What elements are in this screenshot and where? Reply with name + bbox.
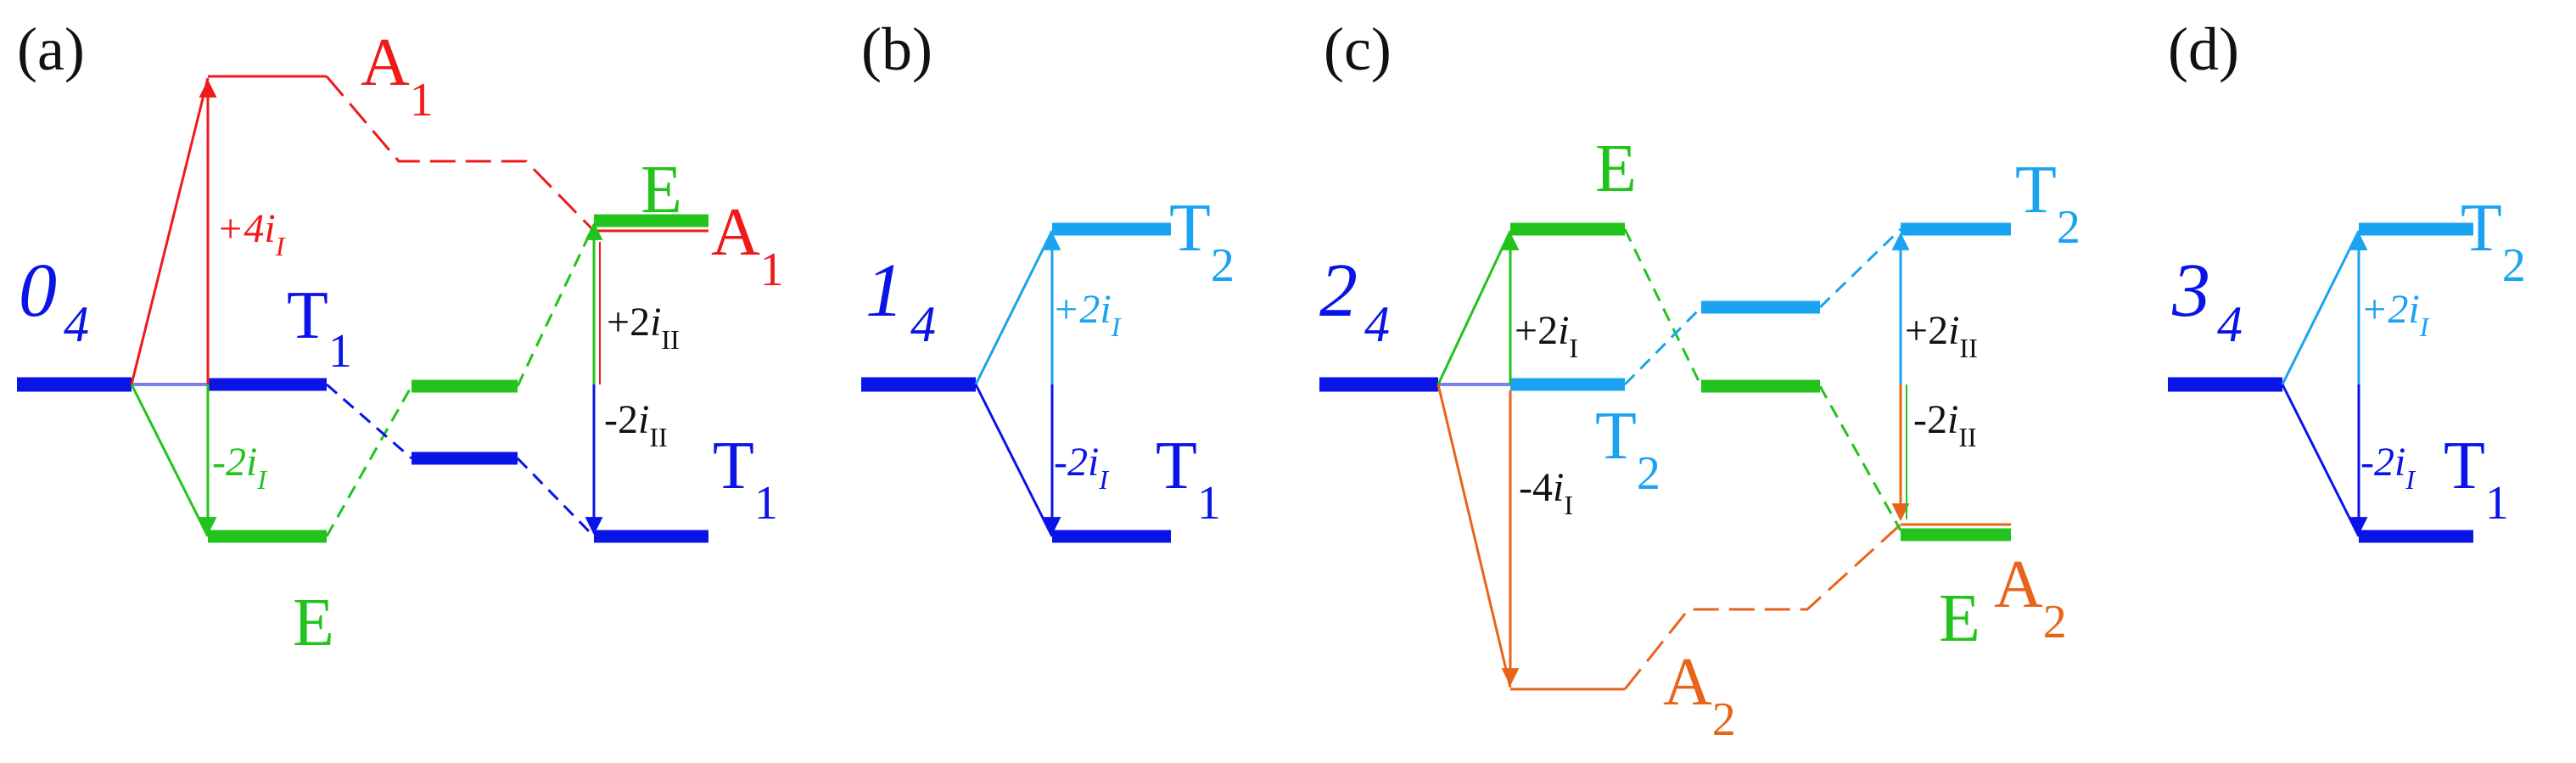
panel-a-connector-red: [325, 76, 596, 233]
panel-b-t1-label: T1: [1156, 429, 1221, 530]
panel-c-t2-mid-label: T2: [1595, 399, 1660, 500]
panel-b-up-label: +2iI: [1052, 287, 1122, 342]
panel-a-e-label: E: [293, 586, 334, 660]
panel-c-e-label: E: [1595, 132, 1637, 206]
panel-c-a2-right-label: A2: [1994, 547, 2067, 648]
panel-b-down-label: -2iI: [1054, 440, 1109, 495]
panel-c-e-right-label: E: [1939, 581, 1980, 656]
panel-c-t2-right-label: T2: [2015, 153, 2080, 254]
panel-d-down-label: -2iI: [2360, 440, 2416, 495]
panel-c-split-a2: [1436, 384, 1512, 688]
panel-c-label: (c): [1324, 15, 1392, 83]
panel-d-t1-label: T1: [2444, 429, 2509, 530]
panel-a-connector-e-to-mid: [325, 385, 413, 537]
panel-a-t1-right-label: T1: [713, 429, 778, 530]
panel-a-down1-label: -2iI: [212, 440, 267, 495]
panel-c-down1-label: -4iI: [1519, 465, 1573, 520]
panel-a-up2-label: +2iII: [607, 300, 680, 355]
panel-d-split-t2: [2281, 230, 2360, 385]
panel-d-t2-label: T2: [2461, 191, 2526, 292]
panel-a-split-red: [130, 77, 210, 385]
panel-a-up1-label: +4iI: [216, 206, 286, 261]
panel-c-connector-mid-e-to-right: [1818, 385, 1902, 531]
panel-c-connector-t2-to-mid: [1623, 306, 1703, 386]
panel-c-up1-label: +2iI: [1515, 308, 1578, 363]
panel-c-a2-bottom-label: A2: [1663, 645, 1736, 746]
panel-a-t1-label: T1: [287, 278, 352, 378]
panel-c-down2-label: -2iII: [1913, 397, 1977, 452]
panel-c-up2-label: +2iII: [1905, 308, 1978, 363]
panel-c-split-e: [1436, 230, 1512, 385]
panel-b-label: (b): [861, 15, 932, 83]
panel-a-label: (a): [17, 15, 85, 83]
panel-d-up-label: +2iI: [2360, 287, 2430, 342]
panel-b-split-t2: [974, 230, 1054, 385]
panel-a-split-green: [130, 384, 210, 537]
panel-c-connector-mid-t2-to-right: [1818, 227, 1902, 309]
panel-c-connector-orange: [1623, 523, 1902, 690]
panel-a-connector-t1-to-mid: [326, 383, 412, 460]
panel-b-split-t1: [974, 384, 1054, 537]
panel-a-e-right-label: E: [641, 153, 682, 227]
panel-a-connector-mid-t1-to-right: [516, 457, 596, 538]
panel-a-connector-mid-e-to-right: [516, 224, 596, 387]
panel-d-label: (d): [2168, 15, 2239, 83]
panel-d-split-t1: [2281, 384, 2360, 537]
panel-a-down2-label: -2iII: [604, 397, 668, 452]
panel-c-connector-e-to-mid: [1623, 228, 1703, 387]
panel-a-a1-right-label: A1: [711, 195, 784, 296]
panel-a-a1-top-label: A1: [361, 25, 434, 126]
panel-b-t2-label: T2: [1169, 191, 1235, 292]
